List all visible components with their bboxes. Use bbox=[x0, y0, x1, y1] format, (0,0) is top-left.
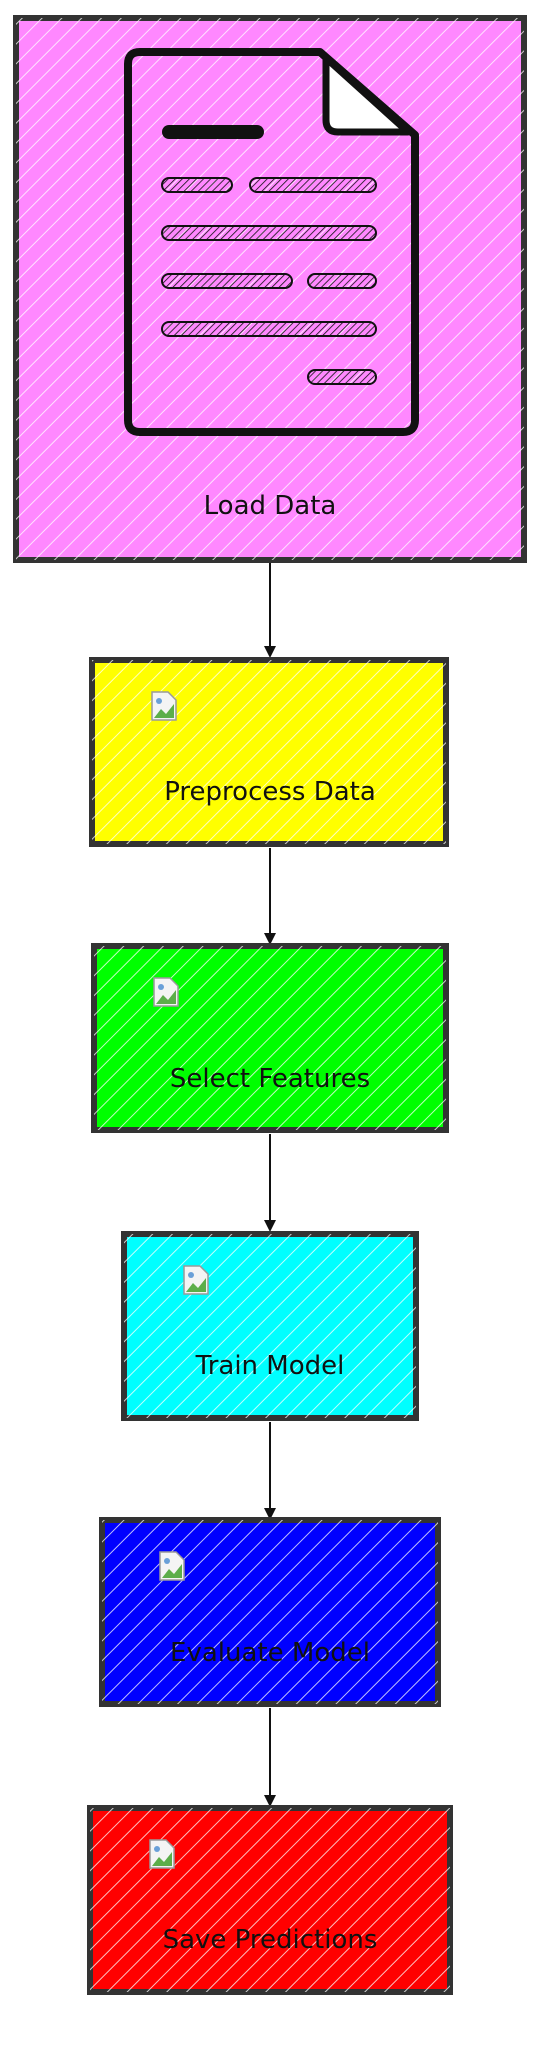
document-icon bbox=[124, 48, 419, 436]
broken-image-icon bbox=[151, 691, 177, 721]
broken-image-icon bbox=[183, 1265, 209, 1295]
node-label: Save Predictions bbox=[163, 1925, 378, 1955]
node-label: Evaluate Model bbox=[170, 1638, 370, 1668]
node-label: Select Features bbox=[170, 1064, 370, 1094]
node-select-features[interactable]: Select Features bbox=[91, 943, 449, 1133]
broken-image-icon bbox=[149, 1839, 175, 1869]
node-hatch bbox=[102, 1520, 438, 1704]
node-preprocess-data[interactable]: Preprocess Data bbox=[89, 657, 449, 847]
node-label: Load Data bbox=[204, 491, 337, 521]
node-train-model[interactable]: Train Model bbox=[121, 1231, 419, 1421]
broken-image-icon bbox=[159, 1551, 185, 1581]
broken-image-icon bbox=[153, 977, 179, 1007]
node-label: Preprocess Data bbox=[164, 777, 376, 807]
node-hatch bbox=[94, 946, 446, 1130]
node-hatch bbox=[124, 1234, 416, 1418]
node-save-predictions[interactable]: Save Predictions bbox=[87, 1805, 453, 1995]
node-evaluate-model[interactable]: Evaluate Model bbox=[99, 1517, 441, 1707]
node-load-data[interactable]: Load Data bbox=[13, 15, 527, 563]
node-label: Train Model bbox=[195, 1351, 345, 1381]
node-hatch bbox=[90, 1808, 450, 1992]
node-hatch bbox=[92, 660, 446, 844]
